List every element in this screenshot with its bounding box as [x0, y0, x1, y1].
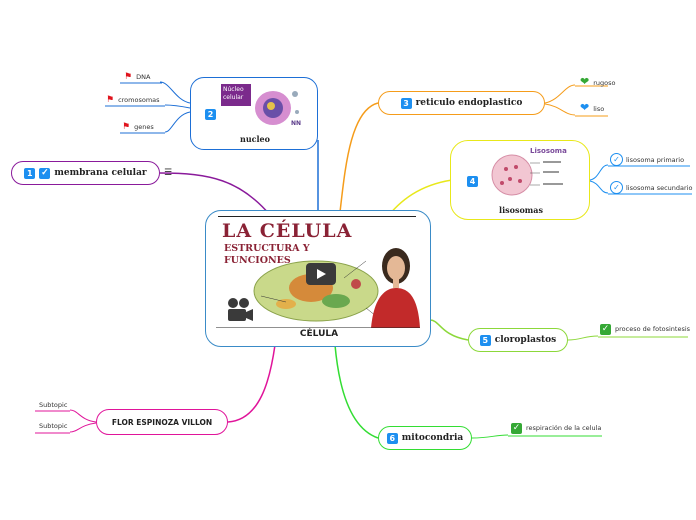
check-icon: ✓ [610, 181, 623, 194]
play-icon[interactable] [306, 263, 336, 285]
nucleo-image-tag: NN [291, 120, 302, 127]
node-label: lisosomas [499, 205, 543, 215]
check-icon: ✓ [39, 167, 51, 179]
node-mitocondria[interactable]: 6 mitocondria [378, 426, 472, 450]
node-reticulo[interactable]: 3 reticulo endoplastico [378, 91, 545, 115]
heart-icon: ❤ [580, 101, 590, 114]
node-label: nucleo [240, 134, 270, 144]
node-number-badge: 5 [479, 334, 491, 346]
lisosoma-image: Lisosoma [488, 145, 580, 200]
leaf-genes[interactable]: ⚑genes [122, 122, 154, 132]
leaf-cromosomas[interactable]: ⚑cromosomas [106, 95, 160, 105]
node-number-badge: 4 [467, 176, 478, 187]
heart-icon: ❤ [580, 75, 590, 88]
node-label: reticulo endoplastico [415, 98, 523, 108]
flag-icon: ⚑ [122, 122, 131, 132]
leaf-lisosoma-primario[interactable]: ✓lisosoma primario [610, 153, 684, 166]
node-label: mitocondria [401, 433, 464, 443]
leaf-liso[interactable]: ❤liso [580, 101, 605, 114]
node-cloroplastos[interactable]: 5 cloroplastos [468, 328, 568, 352]
node-number-badge: 1 [24, 167, 36, 179]
node-number-badge: 2 [205, 109, 216, 120]
flag-icon: ⚑ [106, 95, 115, 105]
flag-icon: ⚑ [124, 72, 133, 82]
check-icon: ✓ [610, 153, 623, 166]
leaf-dna[interactable]: ⚑DNA [124, 72, 151, 82]
node-nucleo[interactable]: 2 Núcleo celular NN nucleo [190, 77, 318, 150]
leaf-subtopic-1[interactable]: Subtopic [39, 401, 68, 409]
node-number-badge: 3 [400, 97, 412, 109]
central-topic[interactable]: LA CÉLULA ESTRUCTURA Y FUNCIONES [205, 210, 431, 347]
leaf-lisosoma-secundario[interactable]: ✓lisosoma secundario [610, 181, 692, 194]
node-author[interactable]: FLOR ESPINOZA VILLON [96, 409, 228, 435]
node-label: FLOR ESPINOZA VILLON [111, 417, 213, 427]
nucleo-image: Núcleo celular NN [221, 82, 303, 132]
cell-illustration [216, 248, 420, 328]
node-label: cloroplastos [494, 335, 557, 345]
video-title-main: LA CÉLULA [222, 220, 353, 242]
central-video-thumbnail[interactable]: LA CÉLULA ESTRUCTURA Y FUNCIONES [216, 216, 420, 328]
node-label: membrana celular [54, 168, 147, 178]
leaf-rugoso[interactable]: ❤rugoso [580, 75, 616, 88]
check-icon: ✓ [511, 423, 522, 434]
leaf-respiracion[interactable]: ✓respiración de la celula [511, 423, 602, 434]
check-icon: ✓ [600, 324, 611, 335]
video-title-line3: FUNCIONES [224, 255, 291, 266]
leaf-subtopic-2[interactable]: Subtopic [39, 422, 68, 430]
node-membrana[interactable]: 1 ✓ membrana celular [11, 161, 160, 185]
video-title-line2: ESTRUCTURA Y [224, 243, 310, 254]
camera-icon [228, 298, 253, 321]
node-number-badge: 6 [386, 432, 398, 444]
node-lisosomas[interactable]: 4 Lisosoma lisosomas [450, 140, 590, 220]
central-label: CÉLULA [299, 329, 339, 339]
note-icon[interactable]: ☰ [164, 168, 173, 178]
nucleo-image-label: Núcleo celular [221, 84, 251, 106]
lisosoma-image-label: Lisosoma [530, 147, 567, 155]
leaf-fotosintesis[interactable]: ✓proceso de fotosintesis [600, 324, 691, 335]
